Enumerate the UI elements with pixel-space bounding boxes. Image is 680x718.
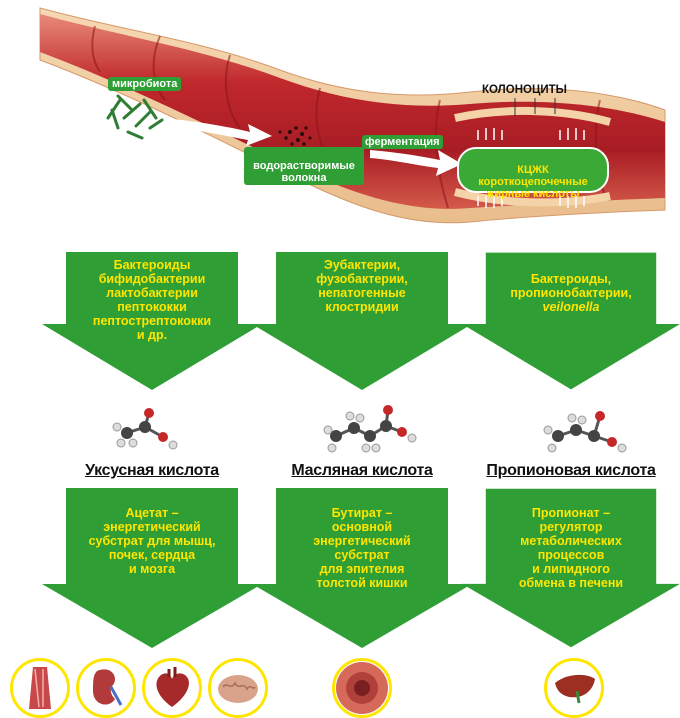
- colon-icon: [332, 658, 392, 718]
- propionic-acid-title: Пропионовая кислота: [462, 462, 680, 480]
- fibers-text: водорастворимые волокна: [253, 160, 355, 184]
- bacteria-arrow-butyric: Эубактерии, фузобактерии, непатогенные к…: [252, 252, 472, 390]
- role-arrow-propionic: Пропионат – регулятор метаболических про…: [462, 488, 680, 648]
- kidney-icon: [76, 658, 136, 718]
- fermentation-label: ферментация: [362, 135, 443, 149]
- acetic-acid-molecule-icon: [105, 405, 185, 455]
- bacteria-arrow-acetic: Бактероиды бифидобактерии лактобактерии …: [42, 252, 262, 390]
- microbiota-label: микробиота: [108, 77, 181, 91]
- bacteria-arrow-propionic: Бактероиды, пропионобактерии, veilonella: [462, 252, 680, 390]
- scfa-label: КЦЖК короткоцепочечные жирные кислоты: [460, 152, 606, 200]
- brain-icon: [208, 658, 268, 718]
- fibers-label: водорастворимые волокна: [244, 147, 364, 185]
- role-text-acetic: Ацетат – энергетический субстрат для мыш…: [42, 506, 262, 576]
- colonocytes-text: КОЛОНОЦИТЫ: [482, 84, 567, 96]
- acetic-acid-title: Уксусная кислота: [42, 462, 262, 480]
- role-arrow-butyric: Бутират – основной энергетический субстр…: [252, 488, 472, 648]
- heart-icon: [142, 658, 202, 718]
- butyric-acid-title: Масляная кислота: [252, 462, 472, 480]
- liver-icon: [544, 658, 604, 718]
- scfa-text: КЦЖК короткоцепочечные жирные кислоты: [478, 164, 587, 200]
- bacteria-text-butyric: Эубактерии, фузобактерии, непатогенные к…: [252, 258, 472, 314]
- bacteria-text-acetic: Бактероиды бифидобактерии лактобактерии …: [42, 258, 262, 342]
- role-arrow-acetic: Ацетат – энергетический субстрат для мыш…: [42, 488, 262, 648]
- role-text-butyric: Бутират – основной энергетический субстр…: [252, 506, 472, 590]
- muscle-icon: [10, 658, 70, 718]
- bacteria-italic-propionic: veilonella: [462, 300, 680, 314]
- fermentation-text: ферментация: [365, 136, 440, 148]
- bacteria-text-propionic: Бактероиды, пропионобактерии, veilonella: [462, 258, 680, 328]
- microbiota-text: микробиота: [112, 78, 177, 90]
- colonocytes-label: КОЛОНОЦИТЫ: [482, 84, 567, 96]
- role-text-propionic: Пропионат – регулятор метаболических про…: [462, 506, 680, 590]
- butyric-acid-molecule-icon: [320, 400, 420, 456]
- propionic-acid-molecule-icon: [540, 402, 630, 456]
- bacteria-main-propionic: Бактероиды, пропионобактерии,: [510, 272, 631, 300]
